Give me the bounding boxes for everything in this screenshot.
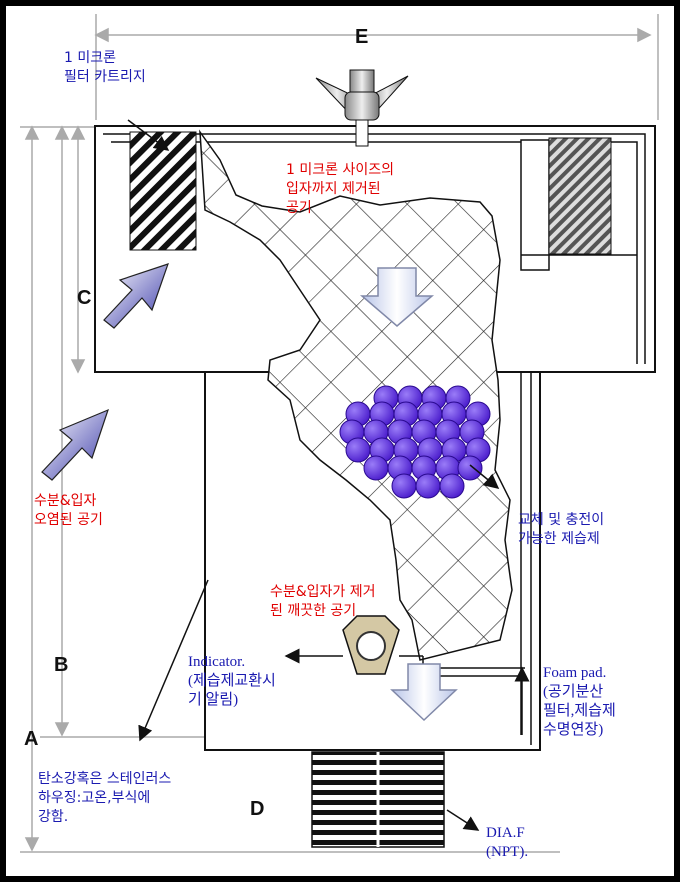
clean-air-label: 수분&입자가 제거 된 깨끗한 공기	[270, 584, 376, 619]
dimension-c-label: C	[77, 287, 92, 309]
indicator-label: Indicator. (제습제교환시 기 알림)	[188, 654, 276, 708]
npt-pointer	[446, 809, 480, 831]
filter-cartridge-left	[129, 131, 197, 251]
desiccant-beads	[339, 385, 491, 499]
inflow-arrow-upper	[103, 263, 169, 329]
cartridge-pointer	[127, 119, 170, 151]
breather-diagram: E C B A D 1 미크론 필터 카트리지 1 미크론 사이즈의 입자까지 …	[6, 6, 674, 876]
desiccant-mesh	[199, 129, 513, 661]
dimension-a-label: A	[24, 728, 39, 750]
filter-cartridge-label: 1 미크론 필터 카트리지	[64, 50, 146, 85]
foam-pad-label: Foam pad. (공기분산 필터,제습제 수명연장)	[543, 665, 616, 738]
desiccant-bead	[457, 455, 483, 481]
foam-pad	[440, 666, 530, 735]
desiccant-label: 교체 및 충전이 가능한 제습제	[518, 512, 605, 547]
desiccant-bead	[415, 473, 441, 499]
dimension-d-label: D	[250, 798, 265, 820]
dia-f-label: DIA.F (NPT).	[486, 825, 529, 860]
desiccant-bead	[363, 455, 389, 481]
inflow-arrow-lower	[41, 408, 109, 481]
dimension-e-label: E	[355, 26, 369, 48]
desiccant-bead	[345, 437, 371, 463]
wing-nut	[315, 69, 409, 147]
down-arrow-bottom	[390, 663, 458, 722]
housing-label: 탄소강혹은 스테인러스 하우징:고온,부식에 강함.	[38, 771, 172, 825]
desiccant-bead	[391, 473, 417, 499]
desiccant-pointer	[469, 464, 500, 489]
filtered-air-label: 1 미크론 사이즈의 입자까지 제거된 공기	[286, 162, 394, 216]
dimension-b-label: B	[54, 654, 69, 676]
contaminated-air-label: 수분&입자 오염된 공기	[34, 493, 103, 528]
filter-cartridge-right	[548, 137, 612, 255]
indicator-hex	[284, 615, 424, 675]
desiccant-bead	[439, 473, 465, 499]
housing-pointer	[138, 579, 209, 742]
diagram-canvas	[20, 14, 659, 853]
down-arrow-top	[359, 267, 435, 327]
